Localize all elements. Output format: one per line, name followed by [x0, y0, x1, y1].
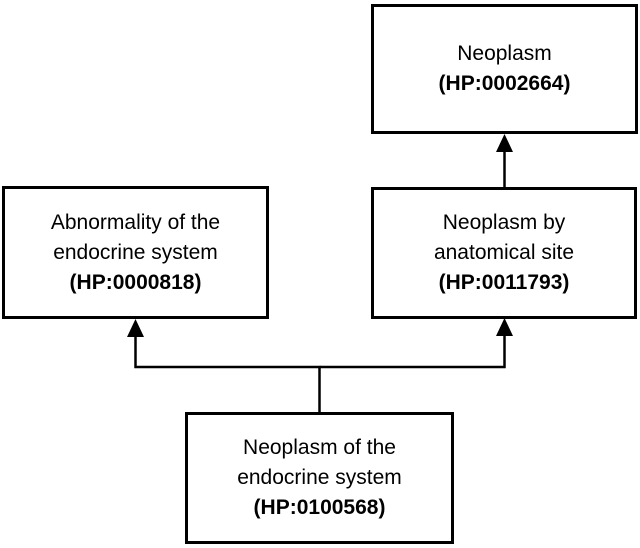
edge-anatomical-site-to-neoplasm: [496, 134, 513, 188]
edge-branch-left: [134, 335, 321, 413]
term-label-line: endocrine system: [237, 466, 402, 489]
edge-branch-right: [319, 335, 506, 369]
term-hp-id: (HP:0000818): [69, 270, 202, 294]
term-label-line: endocrine system: [53, 240, 218, 264]
node-neoplasm: Neoplasm (HP:0002664): [371, 4, 638, 134]
node-neoplasm-by-anatomical-site: Neoplasm by anatomical site (HP:0011793): [371, 187, 637, 319]
edge-endocrine-neoplasm-to-parents: [127, 318, 513, 413]
arrow-up-icon: [127, 319, 144, 337]
term-hp-id: (HP:0011793): [438, 271, 570, 294]
node-abnormality-endocrine-system: Abnormality of the endocrine system (HP:…: [2, 186, 269, 319]
arrow-up-icon: [496, 318, 513, 336]
term-label-line: Abnormality of the: [50, 210, 221, 234]
term-label-line: anatomical site: [433, 241, 575, 264]
node-neoplasm-of-endocrine-system: Neoplasm of the endocrine system (HP:010…: [185, 412, 454, 544]
term-label-line: Neoplasm: [457, 42, 552, 65]
arrow-up-icon: [496, 134, 513, 152]
term-hp-id: (HP:0002664): [438, 72, 571, 95]
term-label-line: Neoplasm of the: [243, 436, 396, 459]
term-label-line: Neoplasm by: [442, 211, 566, 234]
term-hp-id: (HP:0100568): [253, 496, 386, 519]
